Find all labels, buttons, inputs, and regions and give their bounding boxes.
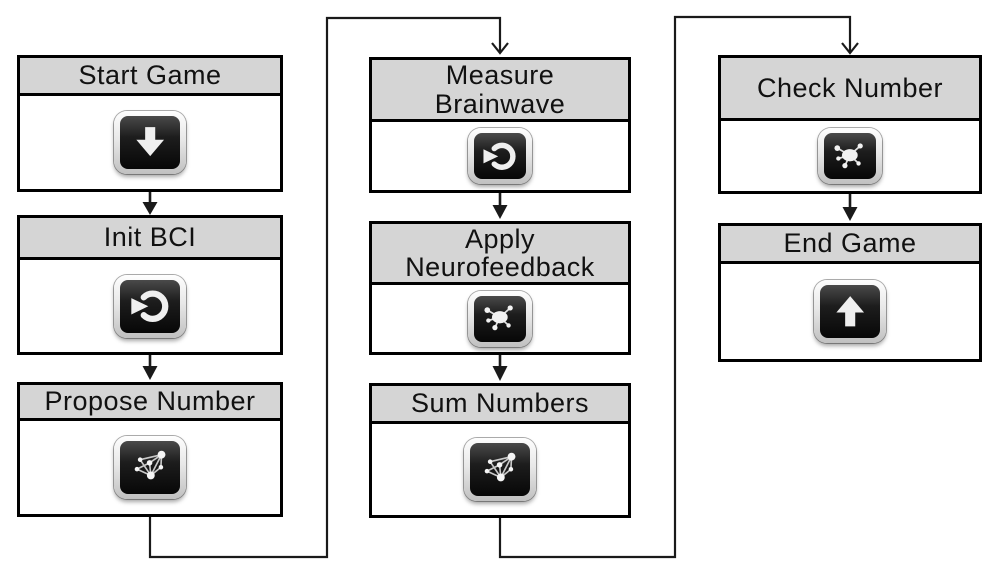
edge-init-bci-propose-number: [142, 355, 158, 380]
node-label: Sum Numbers: [410, 388, 590, 419]
network-graph-icon: [114, 436, 186, 499]
hub-molecule-icon: [818, 128, 882, 184]
node-title: Apply Neurofeedback: [372, 224, 628, 285]
circular-arrow-icon: [468, 128, 532, 184]
flowchart-node-sum-numbers: Sum Numbers: [369, 383, 631, 518]
node-label: Propose Number: [44, 386, 256, 417]
node-title: Sum Numbers: [372, 386, 628, 424]
node-label: End Game: [783, 228, 917, 259]
hub-molecule-icon: [468, 290, 532, 347]
node-title: Check Number: [721, 58, 979, 121]
node-label: Brainwave: [434, 88, 566, 119]
down-arrow-icon: [114, 111, 186, 174]
edge-check-number-end-game: [842, 194, 858, 221]
flowchart-node-start-game: Start Game: [17, 55, 283, 192]
flowchart-node-init-bci: Init BCI: [17, 215, 283, 355]
node-title: Start Game: [20, 58, 280, 96]
circular-arrow-icon: [114, 274, 186, 338]
node-title: Propose Number: [20, 385, 280, 421]
edge-measure-brainwave-apply-neurofeedback: [492, 193, 508, 219]
node-label: Neurofeedback: [405, 252, 595, 282]
edge-apply-neurofeedback-sum-numbers: [492, 355, 508, 381]
node-label: Check Number: [756, 72, 944, 103]
node-label: Init BCI: [103, 222, 197, 253]
node-label: Start Game: [78, 60, 222, 91]
edge-start-game-init-bci: [142, 192, 158, 215]
flowchart-node-propose-number: Propose Number: [17, 382, 283, 517]
up-arrow-icon: [814, 280, 886, 343]
flowchart-node-measure-brainwave: Measure Brainwave: [369, 57, 631, 193]
node-title: Measure Brainwave: [372, 60, 628, 122]
node-title: End Game: [721, 226, 979, 264]
flowchart-node-apply-neurofeedback: Apply Neurofeedback: [369, 221, 631, 355]
flowchart-node-end-game: End Game: [718, 223, 982, 362]
network-graph-icon: [464, 438, 536, 501]
node-title: Init BCI: [20, 218, 280, 260]
node-label: Measure: [445, 60, 555, 91]
flowchart-node-check-number: Check Number: [718, 55, 982, 194]
node-label: Apply: [464, 223, 536, 254]
